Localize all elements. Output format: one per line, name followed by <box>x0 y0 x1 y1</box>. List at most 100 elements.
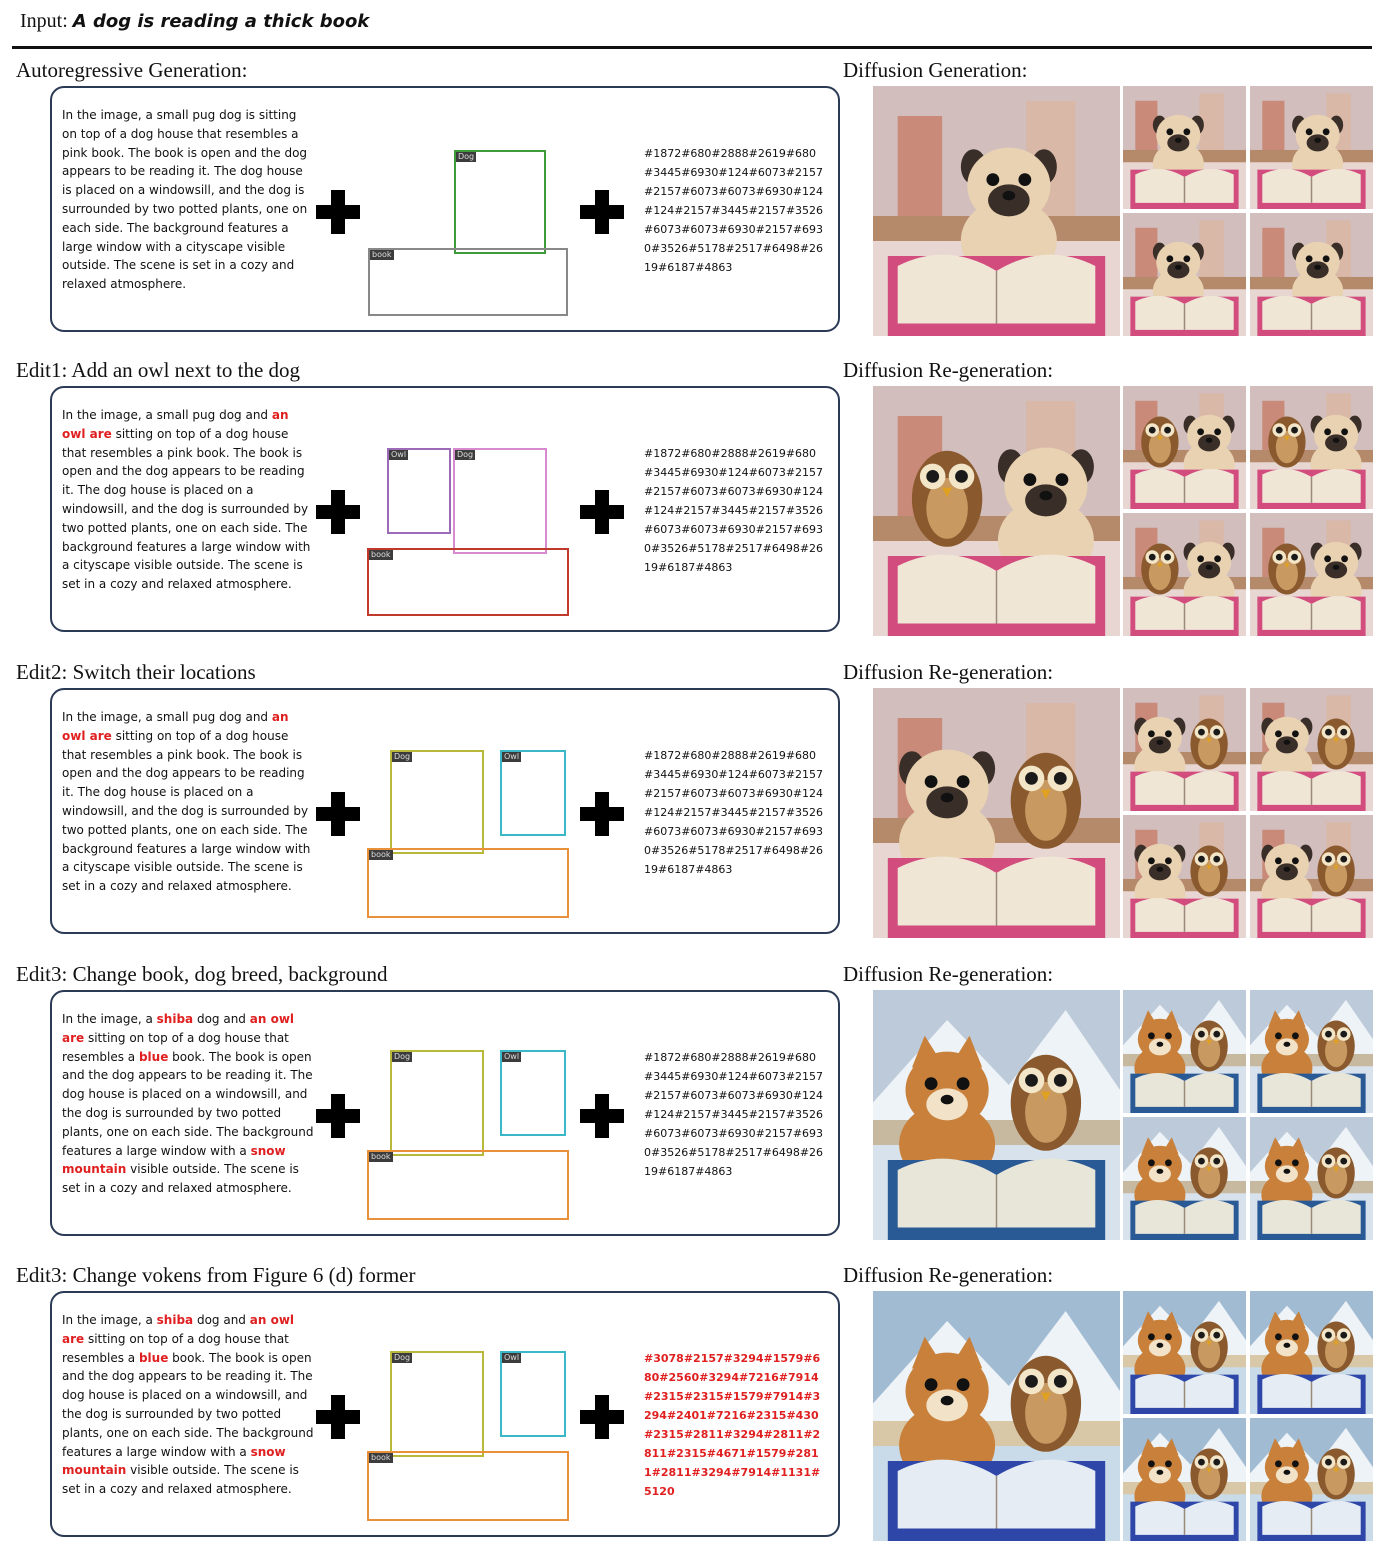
diffusion-title: Diffusion Re-generation: <box>843 1263 1054 1287</box>
generation-panel: In the image, a shiba dog and an owl are… <box>50 990 840 1236</box>
bbox-label: Dog <box>392 752 413 762</box>
owl-figure <box>1141 543 1179 595</box>
bbox-owl: Owl <box>500 1050 566 1136</box>
grid-image <box>1123 213 1246 336</box>
owl-figure <box>1141 416 1179 468</box>
diffusion-images <box>873 386 1373 636</box>
figure-header: Input: A dog is reading a thick book <box>20 10 369 33</box>
image-grid <box>1123 688 1373 938</box>
image-grid <box>1123 86 1373 336</box>
owl-figure <box>1010 1054 1082 1151</box>
caption-segment: book. The book is open and the dog appea… <box>62 1350 314 1459</box>
main-generated-image <box>873 990 1120 1240</box>
diffusion-images <box>873 1291 1373 1541</box>
bbox-label: Owl <box>502 752 522 762</box>
diffusion-title: Diffusion Re-generation: <box>843 660 1054 684</box>
caption-segment: sitting on top of a dog house that resem… <box>62 728 311 894</box>
bbox-book: book <box>368 248 568 316</box>
plus-icon <box>316 1094 360 1138</box>
owl-figure <box>1268 543 1306 595</box>
bbox-label: Dog <box>455 450 476 460</box>
bbox-book: book <box>367 1451 569 1521</box>
caption-text: In the image, a shiba dog and an owl are… <box>62 1010 314 1198</box>
grid-image <box>1250 815 1373 938</box>
grid-image <box>1123 513 1246 636</box>
owl-figure <box>1190 718 1228 770</box>
plus-icon <box>580 1094 624 1138</box>
main-generated-image <box>873 86 1120 336</box>
bbox-owl: Owl <box>387 448 451 534</box>
section-title: Edit3: Change book, dog breed, backgroun… <box>16 962 388 986</box>
grid-image <box>1123 688 1246 811</box>
diffusion-title: Diffusion Generation: <box>843 58 1028 82</box>
grid-image <box>1123 386 1246 509</box>
bbox-dog: Dog <box>453 448 547 554</box>
highlighted-edit: snow mountain <box>62 1444 286 1478</box>
voken-sequence: #1872#680#2888#2619#680#3445#6930#124#60… <box>644 147 824 274</box>
bbox-label: Dog <box>392 1353 413 1363</box>
pug-dog-figure <box>1310 414 1362 487</box>
highlighted-edit: an owl are <box>62 408 289 441</box>
caption-text: In the image, a shiba dog and an owl are… <box>62 1311 314 1499</box>
bbox-label: book <box>369 550 393 560</box>
bbox-label: Owl <box>389 450 409 460</box>
bbox-label: book <box>369 1453 393 1463</box>
section-title: Autoregressive Generation: <box>16 58 248 82</box>
owl-figure <box>1190 1020 1228 1072</box>
owl-figure <box>1190 1321 1228 1373</box>
input-label: Input: <box>20 10 68 32</box>
grid-image <box>1250 86 1373 209</box>
input-prompt: A dog is reading a thick book <box>72 11 370 32</box>
highlighted-edit: blue <box>138 1350 169 1365</box>
bbox-owl: Owl <box>500 1351 566 1437</box>
caption-segment: In the image, a small pug dog and <box>62 710 272 724</box>
main-generated-image <box>873 386 1120 636</box>
bbox-label: book <box>370 250 394 260</box>
owl-figure <box>1268 416 1306 468</box>
bbox-dog: Dog <box>390 1351 484 1457</box>
diffusion-images <box>873 990 1373 1240</box>
bbox-book: book <box>367 1150 569 1220</box>
image-grid <box>1123 990 1373 1240</box>
section-title: Edit3: Change vokens from Figure 6 (d) f… <box>16 1263 416 1287</box>
highlighted-edit: snow mountain <box>62 1143 286 1177</box>
owl-figure <box>1190 1448 1228 1500</box>
grid-image <box>1123 1291 1246 1414</box>
owl-figure <box>1317 718 1355 770</box>
caption-segment: In the image, a <box>62 1313 157 1327</box>
plus-icon <box>580 490 624 534</box>
highlighted-edit: an owl are <box>62 1313 295 1346</box>
caption-segment: sitting on top of a dog house that resem… <box>62 1331 289 1365</box>
voken-sequence: #3078#2157#3294#1579#680#2560#3294#7216#… <box>644 1352 821 1498</box>
bbox-label: Owl <box>502 1052 522 1062</box>
diffusion-title: Diffusion Re-generation: <box>843 962 1054 986</box>
diffusion-title: Diffusion Re-generation: <box>843 358 1054 382</box>
owl-figure <box>1317 1448 1355 1500</box>
caption-segment: In the image, a small pug dog is sitting… <box>62 108 308 292</box>
bbox-label: Owl <box>502 1353 522 1363</box>
owl-figure <box>1190 845 1228 897</box>
highlighted-edit: shiba <box>156 1313 194 1327</box>
caption-segment: In the image, a small pug dog and <box>62 408 272 422</box>
plus-icon <box>580 190 624 234</box>
plus-icon <box>580 1395 624 1439</box>
bbox-book: book <box>367 548 569 616</box>
plus-icon <box>316 490 360 534</box>
grid-image <box>1250 1117 1373 1240</box>
grid-image <box>1123 1117 1246 1240</box>
bbox-dog: Dog <box>454 150 546 254</box>
grid-image <box>1123 990 1246 1113</box>
caption-segment: dog and <box>193 1313 250 1327</box>
bbox-label: book <box>369 1152 393 1162</box>
owl-figure <box>1317 845 1355 897</box>
image-grid <box>1123 1291 1373 1541</box>
caption-segment: visible outside. The scene is set in a c… <box>62 1162 299 1196</box>
plus-icon <box>316 190 360 234</box>
main-generated-image <box>873 1291 1120 1541</box>
owl-figure <box>1010 1355 1082 1452</box>
plus-icon <box>316 792 360 836</box>
generation-panel: In the image, a small pug dog and an owl… <box>50 688 840 934</box>
owl-figure <box>1317 1321 1355 1373</box>
bbox-label: Dog <box>392 1052 413 1062</box>
grid-image <box>1250 688 1373 811</box>
